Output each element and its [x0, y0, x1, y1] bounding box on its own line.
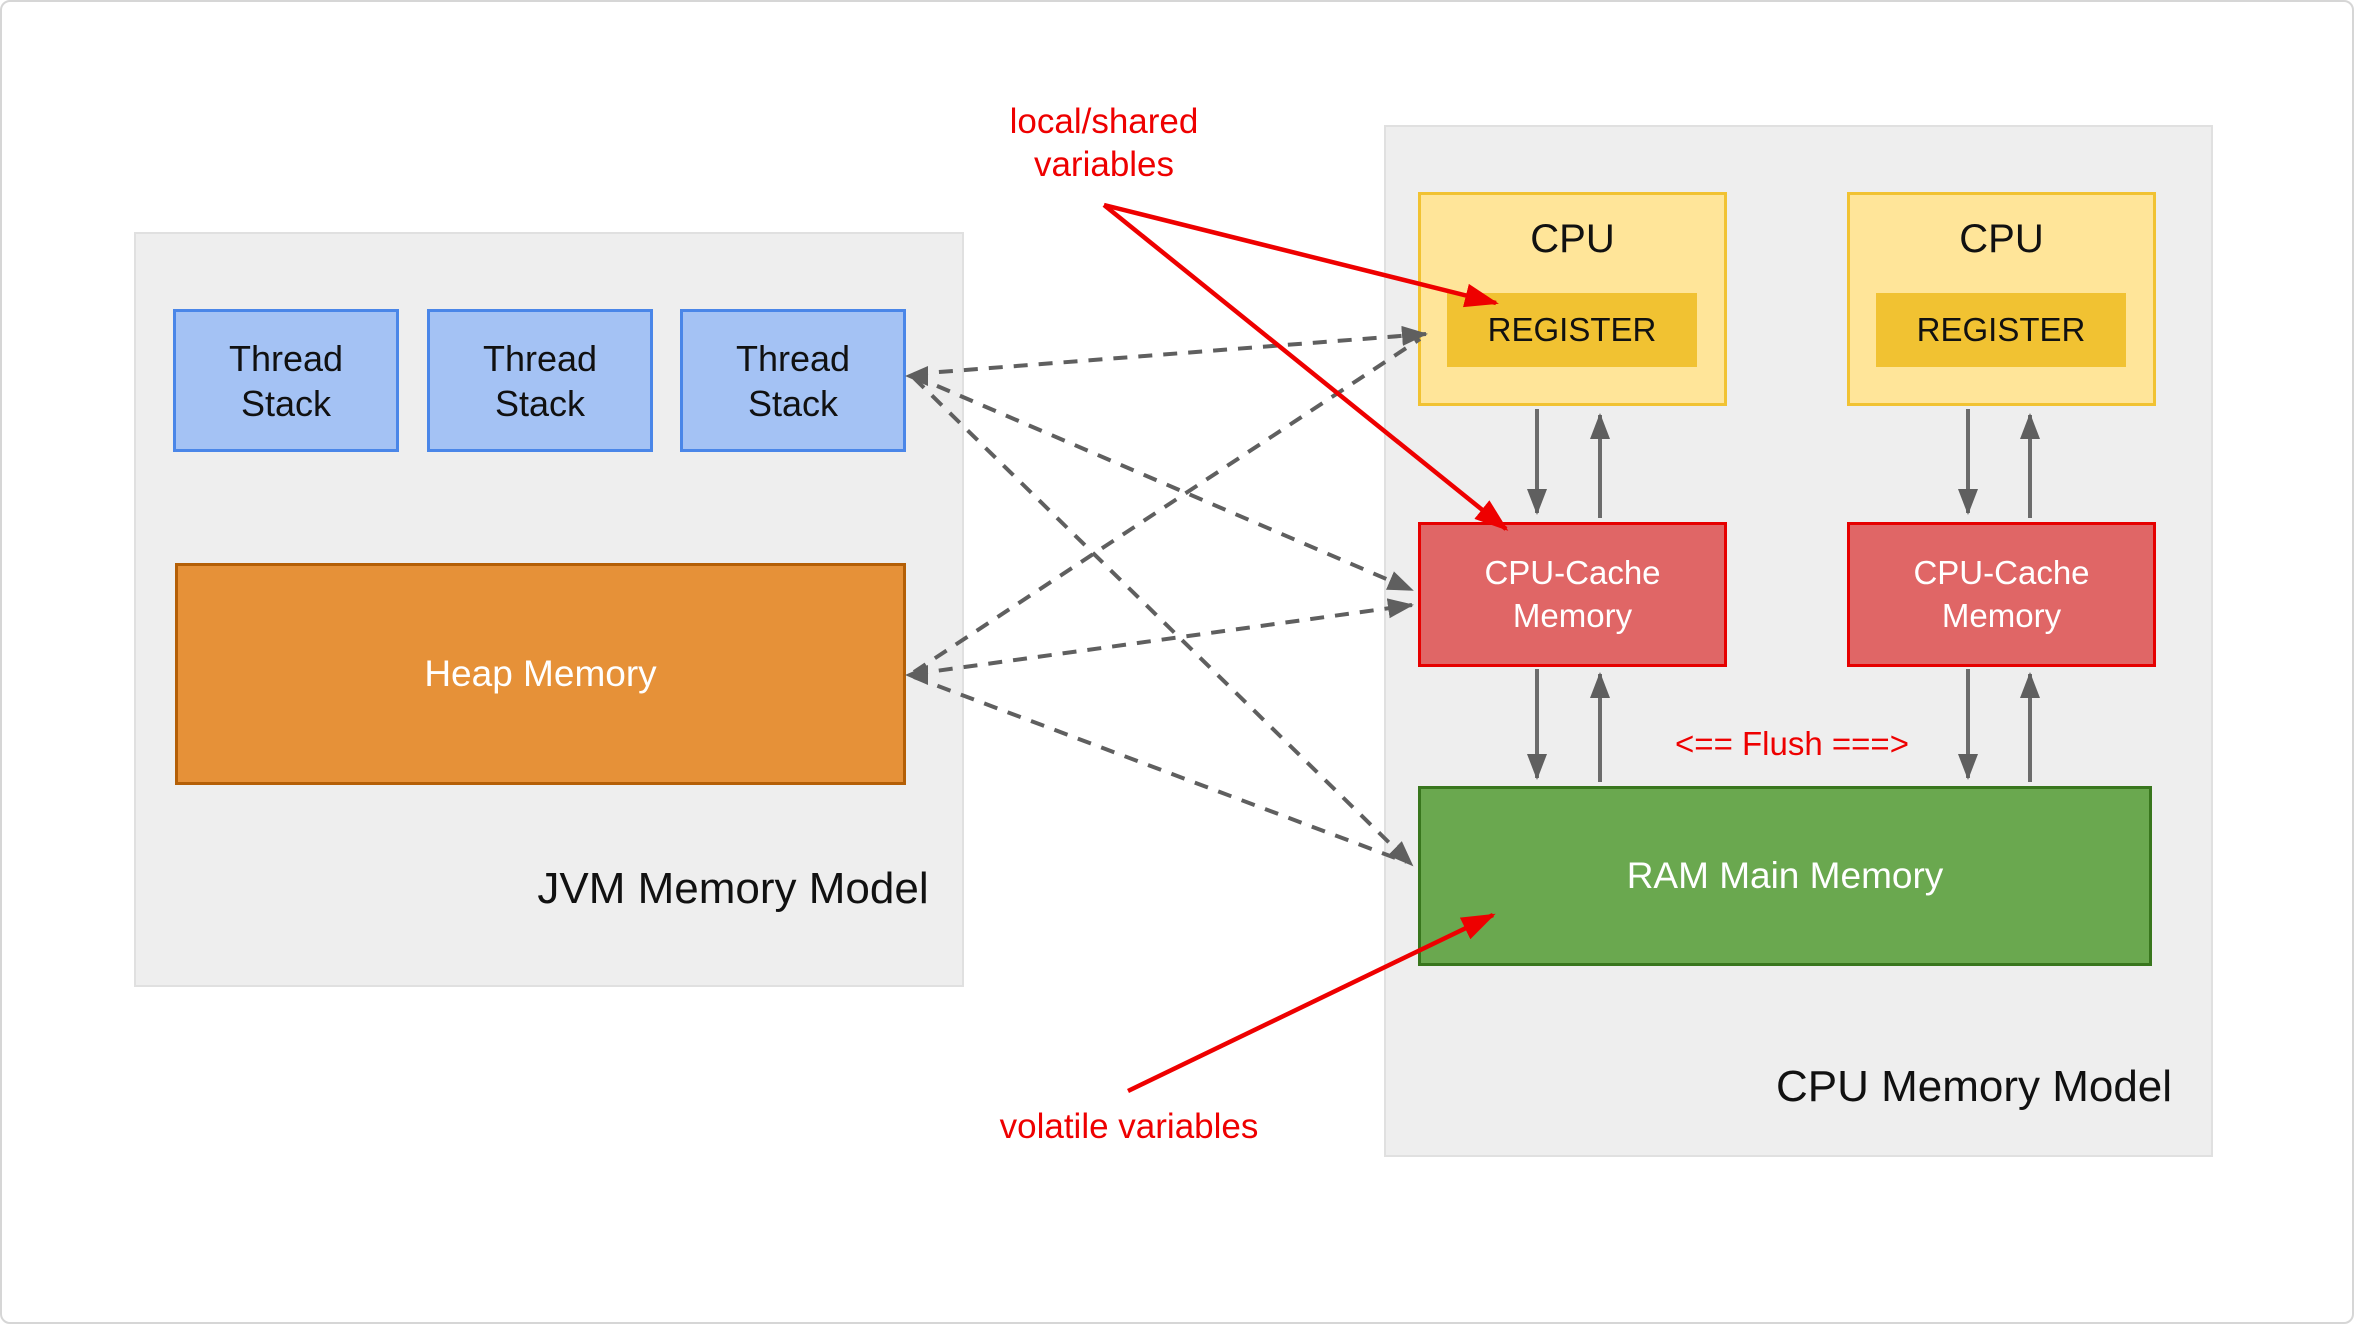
dashed-arrow-threadstack-to-register: [913, 325, 1428, 376]
ram-main-memory-label: RAM Main Memory: [1626, 855, 1944, 896]
heap-memory-label: Heap Memory: [424, 653, 657, 694]
cpu-cache-box-2: CPU-Cache Memory: [1847, 522, 2156, 667]
cpu-title: CPU: [1959, 217, 2044, 261]
flush-annotation: <== Flush ===>: [1675, 725, 1909, 762]
cpu-title: CPU: [1530, 217, 1615, 261]
register-box-2: REGISTER: [1876, 293, 2126, 367]
thread-stack-label: Thread Stack: [735, 337, 851, 424]
register-box-1: REGISTER: [1447, 293, 1697, 367]
thread-stack-box-2: Thread Stack: [427, 309, 653, 452]
cpu-cache-label: CPU-Cache Memory: [1484, 554, 1661, 634]
volatile-variables-annotation: volatile variables: [999, 1107, 1259, 1146]
jvm-panel-title: JVM Memory Model: [537, 864, 929, 913]
register-label: REGISTER: [1916, 311, 2086, 348]
thread-stack-box-3: Thread Stack: [680, 309, 906, 452]
cpu-cache-box-1: CPU-Cache Memory: [1418, 522, 1727, 667]
local-shared-variables-annotation: local/shared variables: [1009, 102, 1199, 185]
heap-memory-box: Heap Memory: [175, 563, 906, 785]
register-label: REGISTER: [1487, 311, 1657, 348]
dashed-arrow-heap-to-ram: [913, 675, 1407, 864]
dashed-arrow-threadstack-to-cache: [913, 374, 1414, 592]
dashed-arrow-threadstack-to-ram: [912, 376, 1414, 867]
ram-main-memory-box: RAM Main Memory: [1418, 786, 2152, 966]
dashed-arrow-heap-to-cache: [913, 598, 1414, 676]
thread-stack-box-1: Thread Stack: [173, 309, 399, 452]
dashed-arrow-heap-to-register: [912, 337, 1422, 674]
cpu-cache-label: CPU-Cache Memory: [1913, 554, 2090, 634]
thread-stack-label: Thread Stack: [228, 337, 344, 424]
thread-stack-label: Thread Stack: [482, 337, 598, 424]
cpu-panel-title: CPU Memory Model: [1775, 1062, 2173, 1111]
